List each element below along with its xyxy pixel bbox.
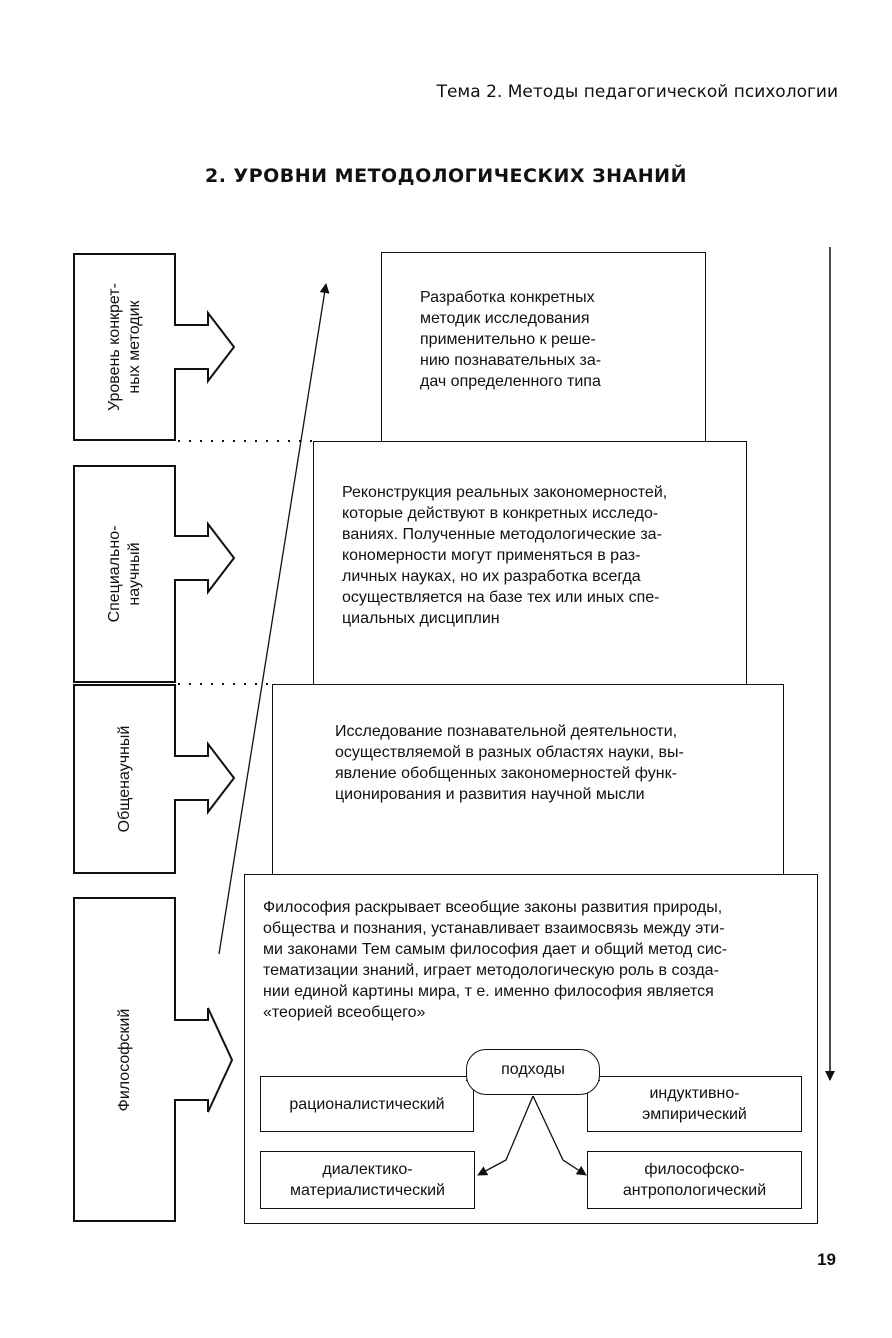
description-line: дач определенного типа [420, 373, 601, 390]
diagram-title: 2. УРОВНИ МЕТОДОЛОГИЧЕСКИХ ЗНАНИЙ [205, 165, 687, 187]
block-arrow-philosophical [174, 897, 234, 1222]
description-line: нии единой картины мира, т е. именно фил… [263, 983, 714, 1000]
block-arrow-special [174, 465, 236, 683]
approach-dialectic-line2: материалистический [290, 1182, 445, 1199]
description-line: Философия раскрывает всеобщие законы раз… [263, 899, 723, 916]
approach-inductive-line2: эмпирический [642, 1106, 747, 1123]
approach-inductive: индуктивно- эмпирический [587, 1076, 802, 1132]
description-line: ми законами Тем самым философия дает и о… [263, 941, 728, 958]
level-label-philosophical: Философский [73, 897, 175, 1222]
description-line: которые действуют в конкретных исследо- [342, 505, 659, 522]
connector-anthropological [532, 1095, 587, 1176]
level-label-general: Общенаучный [73, 684, 175, 874]
approach-anthropological: философско- антропологический [587, 1151, 802, 1209]
description-line: ционирования и развития научной мысли [335, 786, 645, 803]
description-box-general: Исследование познавательной деятельности… [272, 684, 784, 875]
description-line: общества и познания, устанавливает взаим… [263, 920, 725, 937]
level-label-concrete: Уровень конкрет- ных методик [73, 253, 175, 441]
block-arrow-general [174, 684, 236, 874]
description-box-concrete: Разработка конкретных методик исследован… [381, 252, 706, 442]
ascending-arrow [218, 283, 330, 955]
approach-dialectic: диалектико- материалистический [260, 1151, 475, 1209]
description-line: ваниях. Полученные методологические за- [342, 526, 662, 543]
running-header: Тема 2. Методы педагогической психологии [436, 82, 838, 102]
description-line: осуществляемой в разных областях науки, … [335, 744, 684, 761]
description-line: циальных дисциплин [342, 610, 500, 627]
description-line: Реконструкция реальных закономерностей, [342, 484, 668, 501]
level-label-special: Специально- научный [73, 465, 175, 683]
description-line: Разработка конкретных [420, 289, 595, 306]
description-line: применительно к реше- [420, 331, 596, 348]
approach-rationalistic: рационалистический [260, 1076, 474, 1132]
approach-anthropological-line1: философско- [644, 1161, 745, 1178]
approach-rationalistic-label: рационалистический [289, 1095, 445, 1113]
description-line: тематизации знаний, играет методологичес… [263, 962, 719, 979]
description-line: осуществляется на базе тех или иных спе- [342, 589, 660, 606]
description-line: личных науках, но их разработка всегда [342, 568, 641, 585]
description-line: «теорией всеобщего» [263, 1004, 426, 1021]
description-line: явление обобщенных закономерностей функ- [335, 765, 677, 782]
connector-dialectic [477, 1095, 534, 1176]
page-number: 19 [817, 1250, 836, 1269]
approaches-label: подходы [466, 1049, 600, 1095]
approach-inductive-line1: индуктивно- [649, 1085, 740, 1102]
block-arrow-concrete [174, 253, 236, 441]
description-line: Исследование познавательной деятельности… [335, 723, 678, 740]
description-line: нию познавательных за- [420, 352, 602, 369]
description-line: кономерности могут применяться в раз- [342, 547, 641, 564]
description-box-special: Реконструкция реальных закономерностей, … [313, 441, 747, 685]
approach-anthropological-line2: антропологический [622, 1182, 767, 1199]
description-line: методик исследования [420, 310, 590, 327]
approach-dialectic-line1: диалектико- [322, 1161, 413, 1178]
